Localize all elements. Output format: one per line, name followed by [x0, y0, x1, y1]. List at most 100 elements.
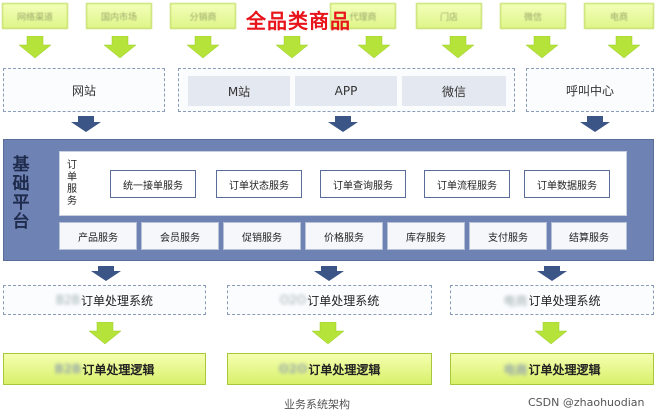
order-logic-3-label: 订单处理逻辑: [528, 362, 601, 377]
order-system-2: O2O 订单处理系统: [227, 285, 432, 315]
channel-wechat-label: 微信: [441, 84, 466, 99]
order-logic-2-label: 订单处理逻辑: [308, 362, 381, 377]
basic-service-label: 支付服务: [488, 232, 528, 244]
source-box-7: 电商: [584, 3, 654, 29]
green-down-arrow: [186, 36, 220, 59]
channel-website: 网站: [3, 68, 165, 112]
green-down-arrow: [607, 36, 641, 59]
order-logic-3-prefix: 电商: [503, 362, 528, 377]
order-service-label: 统一接单服务: [123, 180, 183, 192]
blue-down-arrow: [71, 116, 101, 132]
basic-service-label: 产品服务: [78, 232, 118, 244]
green-down-arrow: [525, 36, 559, 59]
green-down-arrow: [441, 36, 475, 59]
order-service-label: 订单数据服务: [537, 180, 597, 192]
platform-title-char: 础: [12, 174, 30, 194]
green-down-arrow: [88, 322, 122, 345]
basic-service-payment: 支付服务: [469, 222, 547, 250]
blue-down-arrow: [580, 116, 610, 132]
blue-down-arrow: [314, 266, 344, 281]
order-logic-2-prefix: O2O: [278, 362, 308, 376]
order-services-label: 订 单 服 务: [64, 160, 80, 208]
basic-service-label: 会员服务: [160, 232, 200, 244]
order-system-1-prefix: B2B: [55, 293, 81, 307]
basic-service-label: 价格服务: [324, 232, 364, 244]
basic-service-member: 会员服务: [141, 222, 219, 250]
green-down-arrow: [275, 36, 309, 59]
basic-service-price: 价格服务: [305, 222, 383, 250]
source-label: 电商: [609, 12, 628, 23]
source-box-6: 微信: [500, 3, 566, 29]
platform-title-char: 台: [12, 212, 30, 232]
green-down-arrow: [357, 36, 391, 59]
source-box-5: 门店: [416, 3, 482, 29]
platform-title-char: 基: [12, 155, 30, 175]
source-label: 国内市场: [100, 12, 137, 23]
arrows-mid: [71, 116, 610, 132]
source-box-3: 分销商: [170, 3, 236, 29]
order-service-data: 订单数据服务: [524, 170, 610, 198]
channel-m-site-label: M站: [227, 84, 251, 99]
basic-service-promotion: 促销服务: [223, 222, 301, 250]
source-label: 门店: [439, 12, 458, 23]
green-down-arrow: [311, 322, 345, 345]
channel-call-center-label: 呼叫中心: [565, 83, 614, 98]
channel-m-site: M站: [188, 76, 290, 106]
order-service-status: 订单状态服务: [216, 170, 302, 198]
blue-down-arrow: [537, 266, 567, 281]
basic-service-label: 库存服务: [406, 232, 446, 244]
order-system-3-prefix: 电商: [503, 293, 528, 308]
order-service-label: 订单状态服务: [229, 180, 289, 192]
green-down-arrow: [534, 322, 568, 345]
channel-wechat: 微信: [402, 76, 506, 106]
platform-title: 基 础 平 台: [8, 156, 34, 232]
order-service-label: 订单查询服务: [333, 180, 393, 192]
green-down-arrow: [18, 36, 52, 59]
order-services-label-char: 务: [67, 196, 77, 207]
order-logic-3: 电商 订单处理逻辑: [450, 353, 654, 385]
channel-app: APP: [295, 76, 397, 106]
order-system-3: 电商 订单处理系统: [450, 285, 654, 315]
source-label: 网络渠道: [16, 12, 53, 23]
order-services-label-char: 服: [67, 184, 77, 195]
diagram-title: 全品类商品: [246, 9, 351, 33]
arrows-bottom-blue: [91, 266, 567, 281]
order-service-label: 订单流程服务: [437, 180, 497, 192]
order-services-label-char: 订: [67, 160, 77, 171]
arrows-top: [18, 36, 641, 59]
source-credit: CSDN @zhaohuodian: [528, 396, 645, 409]
source-box-2: 国内市场: [86, 3, 152, 29]
blue-down-arrow: [328, 116, 358, 132]
basic-service-label: 促销服务: [242, 232, 282, 244]
source-box-1: 网络渠道: [2, 3, 68, 29]
order-system-2-prefix: O2O: [279, 293, 307, 307]
basic-service-product: 产品服务: [59, 222, 137, 250]
channel-website-label: 网站: [71, 83, 96, 98]
basic-service-settlement: 结算服务: [551, 222, 627, 250]
order-logic-1-label: 订单处理逻辑: [82, 362, 155, 377]
order-service-unified-intake: 统一接单服务: [110, 170, 196, 198]
green-down-arrow: [103, 36, 137, 59]
channel-call-center: 呼叫中心: [526, 68, 654, 112]
order-services-label-char: 单: [67, 172, 77, 183]
source-label: 分销商: [189, 12, 217, 23]
basic-service-inventory: 库存服务: [387, 222, 465, 250]
platform-title-char: 平: [12, 193, 30, 213]
figure-caption: 业务系统架构: [284, 398, 350, 411]
source-box-4: 代理商: [330, 3, 396, 29]
order-system-2-label: 订单处理系统: [307, 293, 380, 308]
order-logic-2: O2O 订单处理逻辑: [227, 353, 432, 385]
order-service-flow: 订单流程服务: [424, 170, 510, 198]
basic-service-label: 结算服务: [569, 232, 609, 244]
channel-app-label: APP: [334, 84, 358, 98]
order-logic-1-prefix: B2B: [54, 362, 82, 376]
blue-down-arrow: [91, 266, 121, 281]
order-logic-1: B2B 订单处理逻辑: [3, 353, 206, 385]
order-system-1: B2B 订单处理系统: [3, 285, 206, 315]
order-system-3-label: 订单处理系统: [528, 293, 601, 308]
order-service-query: 订单查询服务: [320, 170, 406, 198]
order-system-1-label: 订单处理系统: [81, 293, 154, 308]
source-label: 微信: [523, 12, 542, 23]
source-label: 代理商: [349, 12, 377, 23]
arrows-bottom-green: [88, 322, 568, 345]
